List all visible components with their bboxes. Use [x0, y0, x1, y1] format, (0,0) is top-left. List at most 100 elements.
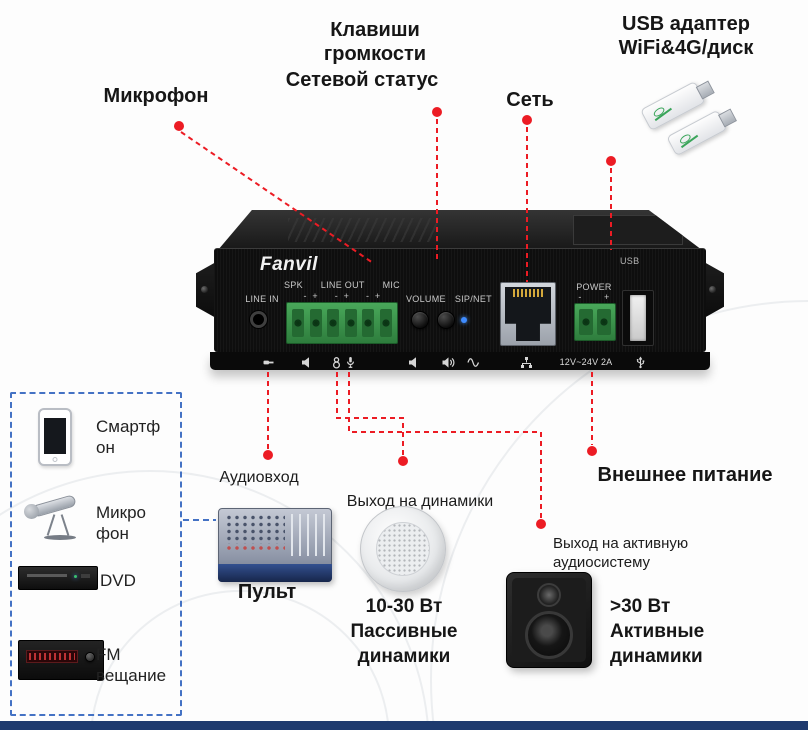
brand-logo: Fanvil — [260, 254, 318, 275]
dongle-logo — [650, 102, 673, 122]
fm-label: FM вещание — [96, 645, 167, 686]
volume-sipnet-labels: VOLUME SIP/NET — [406, 294, 492, 304]
network-icon — [520, 356, 533, 369]
line-in-label: LINE IN — [245, 294, 279, 304]
fm-knob — [85, 652, 95, 662]
mixer-faders — [291, 514, 325, 556]
connector-dot — [398, 456, 408, 466]
usb-trident-icon — [634, 356, 647, 369]
line-out-label: LINE OUT — [320, 280, 365, 290]
microphone-image — [24, 494, 96, 540]
speaker-icon — [408, 356, 421, 369]
terminal-block-6pin — [286, 302, 398, 344]
line-in-icon — [262, 356, 275, 369]
screw-hole — [201, 286, 208, 293]
callout-active-output: Выход на активную аудиосистему — [553, 535, 689, 572]
footer-bar — [0, 721, 808, 730]
dvd-player-image — [18, 566, 98, 590]
power-label: POWER — [576, 282, 612, 292]
connector-dot — [432, 107, 442, 117]
dvd-button — [81, 574, 90, 578]
speaker-tweeter — [537, 583, 561, 607]
connector-dot — [174, 121, 184, 131]
terminal-block-power — [574, 303, 616, 341]
mic-stand-base — [44, 535, 76, 540]
callout-passive-speakers: 10-30 Вт Пассивные динамики — [350, 596, 458, 668]
spk-polarity-row: - + - + - + — [303, 291, 381, 301]
terminal-screw — [327, 308, 340, 338]
dvd-slot — [27, 574, 67, 577]
device-top-face — [218, 210, 702, 250]
fm-display — [26, 650, 78, 663]
spk-lineout-mic-labels: SPK LINE OUT MIC — [284, 280, 400, 290]
terminal-screw — [309, 308, 322, 338]
dvd-label: DVD — [100, 571, 136, 590]
connector-dot — [606, 156, 616, 166]
phone-screen — [44, 418, 66, 454]
ethernet-port — [500, 282, 556, 346]
usb-port — [622, 290, 654, 346]
terminal-screw — [292, 308, 305, 338]
mounting-ear-left — [196, 262, 216, 318]
screw-hole — [709, 286, 716, 293]
line-in-jack — [250, 311, 267, 328]
callout-audio-input: Аудиовход — [219, 469, 299, 486]
connector-dot — [263, 450, 273, 460]
usb-tongue — [630, 295, 646, 341]
mixer-knobs-row — [225, 544, 285, 554]
terminal-screw — [597, 309, 611, 335]
callout-volume-keys: Клавиши громкости — [323, 19, 427, 65]
power-polarity: - + — [578, 292, 610, 302]
callout-network-status: Сетевой статус — [285, 69, 439, 91]
callout-mixer: Пульт — [237, 581, 297, 603]
connector-dot — [522, 115, 532, 125]
vent-slots — [288, 218, 438, 242]
callout-active-speakers: >30 Вт Активные динамики — [610, 596, 705, 668]
audio-wave-icon — [467, 356, 480, 369]
mixer-knobs — [225, 514, 285, 544]
usb-plug — [718, 108, 737, 128]
mic-stand-leg — [46, 514, 56, 536]
spk-label: SPK — [284, 280, 303, 290]
fm-receiver-image — [18, 640, 104, 680]
speaker-grille — [376, 522, 430, 576]
dvd-led — [74, 575, 77, 578]
usb-label: USB — [620, 256, 640, 266]
microphone-icon — [344, 356, 357, 369]
volume-label: VOLUME — [406, 294, 446, 304]
terminal-screw — [344, 308, 357, 338]
rj45-pins — [513, 289, 543, 297]
smartphone-label: Смартф он — [96, 417, 161, 458]
terminal-screw — [362, 308, 375, 338]
callout-microphone: Микрофон — [103, 85, 209, 107]
audio-sources-panel: Смартф он Микро фон DVD FM вещание — [10, 392, 182, 716]
power-rating-label: 12V~24V 2A — [559, 357, 613, 367]
ceiling-speaker-image — [360, 506, 446, 592]
device-bottom-lip — [210, 352, 710, 370]
usb-plug — [695, 80, 715, 100]
callout-external-power: Внешнее питание — [597, 464, 773, 486]
microphone-source-label: Микро фон — [96, 503, 147, 544]
mic-label: MIC — [382, 280, 400, 290]
speaker-woofer — [525, 611, 573, 659]
mounting-ear-right — [704, 262, 724, 318]
terminal-screw — [379, 308, 392, 338]
device-image: Fanvil LINE IN SPK LINE OUT MIC - + - + … — [196, 210, 724, 372]
sip-net-label: SIP/NET — [454, 294, 492, 304]
volume-knob — [411, 311, 429, 329]
rj45-opening — [505, 287, 551, 341]
connector-speaker-output — [336, 372, 404, 455]
mixer-image — [218, 508, 332, 582]
dongle-logo — [676, 129, 699, 149]
phone-home-button — [52, 457, 58, 462]
callout-network: Сеть — [506, 89, 554, 111]
mic-stand-leg — [60, 514, 70, 536]
loud-speaker-icon — [442, 356, 455, 369]
smartphone-image — [38, 408, 72, 466]
sip-net-led — [461, 317, 467, 323]
mic-capsule — [24, 504, 39, 519]
mixer-front-panel — [218, 564, 332, 582]
speaker-icon — [301, 356, 314, 369]
terminal-screw — [579, 309, 593, 335]
